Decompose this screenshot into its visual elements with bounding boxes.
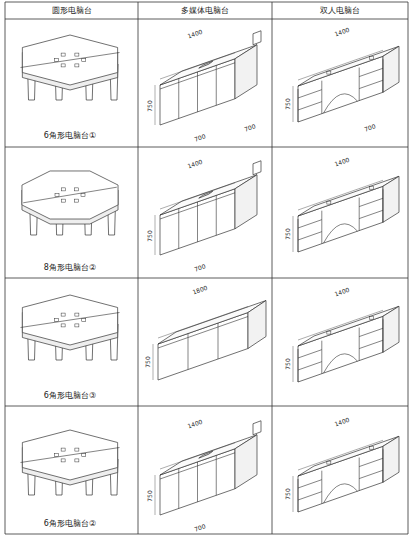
- header-text: 圆形电脑台: [52, 5, 92, 16]
- dimension-label: 750: [145, 355, 151, 368]
- dimension-label: 750: [285, 357, 291, 370]
- header-cell: 双人电脑台: [272, 2, 408, 19]
- dimension-label: 1400: [186, 158, 204, 169]
- dimension-label: 1400: [186, 418, 204, 429]
- dimension-label: 700: [193, 263, 208, 273]
- dimension-label: 1800: [191, 284, 209, 295]
- dimension-label: 700: [363, 123, 378, 133]
- dimension-label: 750: [147, 99, 153, 112]
- header-text: 多媒体电脑台: [181, 5, 229, 16]
- dimension-label: 750: [285, 97, 291, 110]
- dimension-label: 750: [147, 489, 153, 502]
- dimension-label: 1400: [333, 286, 351, 297]
- dimension-label: 1400: [186, 28, 204, 39]
- caption-label: 6角形电脑台②: [43, 520, 97, 528]
- dimension-label: 1400: [333, 26, 351, 37]
- dimension-label: 750: [285, 227, 291, 240]
- dimension-label: 750: [285, 487, 291, 500]
- header-cell: 圆形电脑台: [5, 2, 138, 19]
- dimension-label: 750: [147, 229, 153, 242]
- caption-label: 6角形电脑台③: [43, 392, 97, 400]
- header-cell: 多媒体电脑台: [138, 2, 272, 19]
- dimension-label: 700: [193, 133, 208, 143]
- header-text: 双人电脑台: [320, 5, 360, 16]
- dimension-label: 1400: [333, 156, 351, 167]
- dimension-label: 700: [243, 123, 258, 133]
- caption-label: 6角形电脑台①: [43, 132, 97, 140]
- caption-label: 8角形电脑台②: [43, 264, 97, 272]
- dimension-label: 700: [193, 523, 208, 533]
- dimension-label: 1400: [333, 416, 351, 427]
